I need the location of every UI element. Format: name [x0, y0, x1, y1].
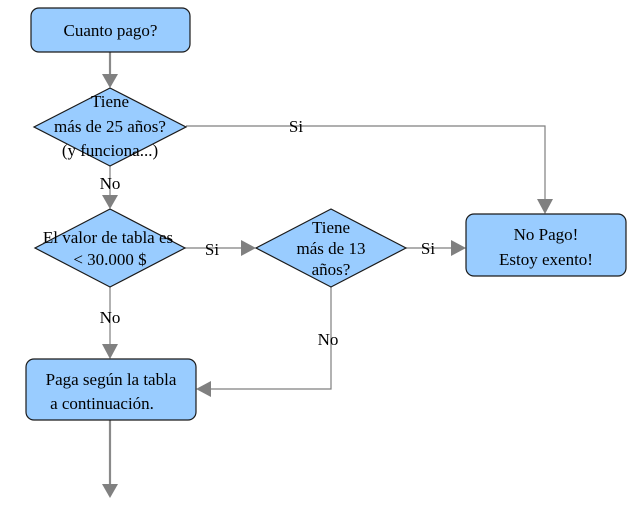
pay-box [25, 358, 197, 421]
decision-value-line-2: < 30.000 $ [73, 250, 146, 269]
arrowhead-age-no [102, 195, 118, 209]
arrowhead-age13-no [196, 381, 211, 397]
decision-age-line-2: más de 25 años? [54, 117, 166, 136]
exempt-node: No Pago! Estoy exento! [465, 213, 627, 277]
arrowhead-age-yes [537, 199, 553, 214]
arrowhead-start-to-age [102, 74, 118, 88]
connectors [102, 52, 553, 498]
start-node: Cuanto pago? [30, 7, 191, 53]
arrowhead-value-yes [241, 240, 256, 256]
edge-labels: Si No Si No Si No [100, 117, 436, 349]
arrowhead-age13-yes [451, 240, 466, 256]
arrowhead-value-no [102, 344, 118, 359]
connector-age-yes [186, 125, 546, 200]
start-box [30, 7, 191, 53]
pay-line-2: a continuación. [50, 394, 154, 413]
pay-node: Paga según la tabla a continuación. [25, 358, 197, 421]
decision-age-over-25: Tiene más de 25 años? (y funciona...) [32, 87, 188, 167]
exempt-line-1: No Pago! [514, 225, 579, 244]
edge-label-age-no: No [100, 174, 121, 193]
decision-value-diamond [33, 208, 187, 288]
edge-label-value-yes: Si [205, 240, 219, 259]
edge-label-age-yes: Si [289, 117, 303, 136]
exempt-box [465, 213, 627, 277]
decision-age13-line-1: Tiene [312, 218, 350, 237]
start-label: Cuanto pago? [64, 21, 158, 40]
decision-age13-line-3: años? [312, 260, 351, 279]
decision-age-over-13: Tiene más de 13 años? [254, 208, 408, 288]
edge-label-value-no: No [100, 308, 121, 327]
decision-age-diamond [32, 87, 188, 167]
decision-age-line-3: (y funciona...) [62, 141, 158, 160]
decision-table-value: El valor de tabla es < 30.000 $ [33, 208, 187, 288]
decision-age-line-1: Tiene [91, 92, 129, 111]
decision-age13-diamond [254, 208, 408, 288]
connector-age13-no [210, 287, 332, 390]
arrowhead-pay-out [102, 484, 118, 498]
edge-label-age13-yes: Si [421, 239, 435, 258]
edge-label-age13-no: No [318, 330, 339, 349]
pay-line-1: Paga según la tabla [46, 370, 177, 389]
exempt-line-2: Estoy exento! [499, 250, 593, 269]
decision-age13-line-2: más de 13 [297, 239, 366, 258]
decision-value-line-1: El valor de tabla es [43, 228, 173, 247]
